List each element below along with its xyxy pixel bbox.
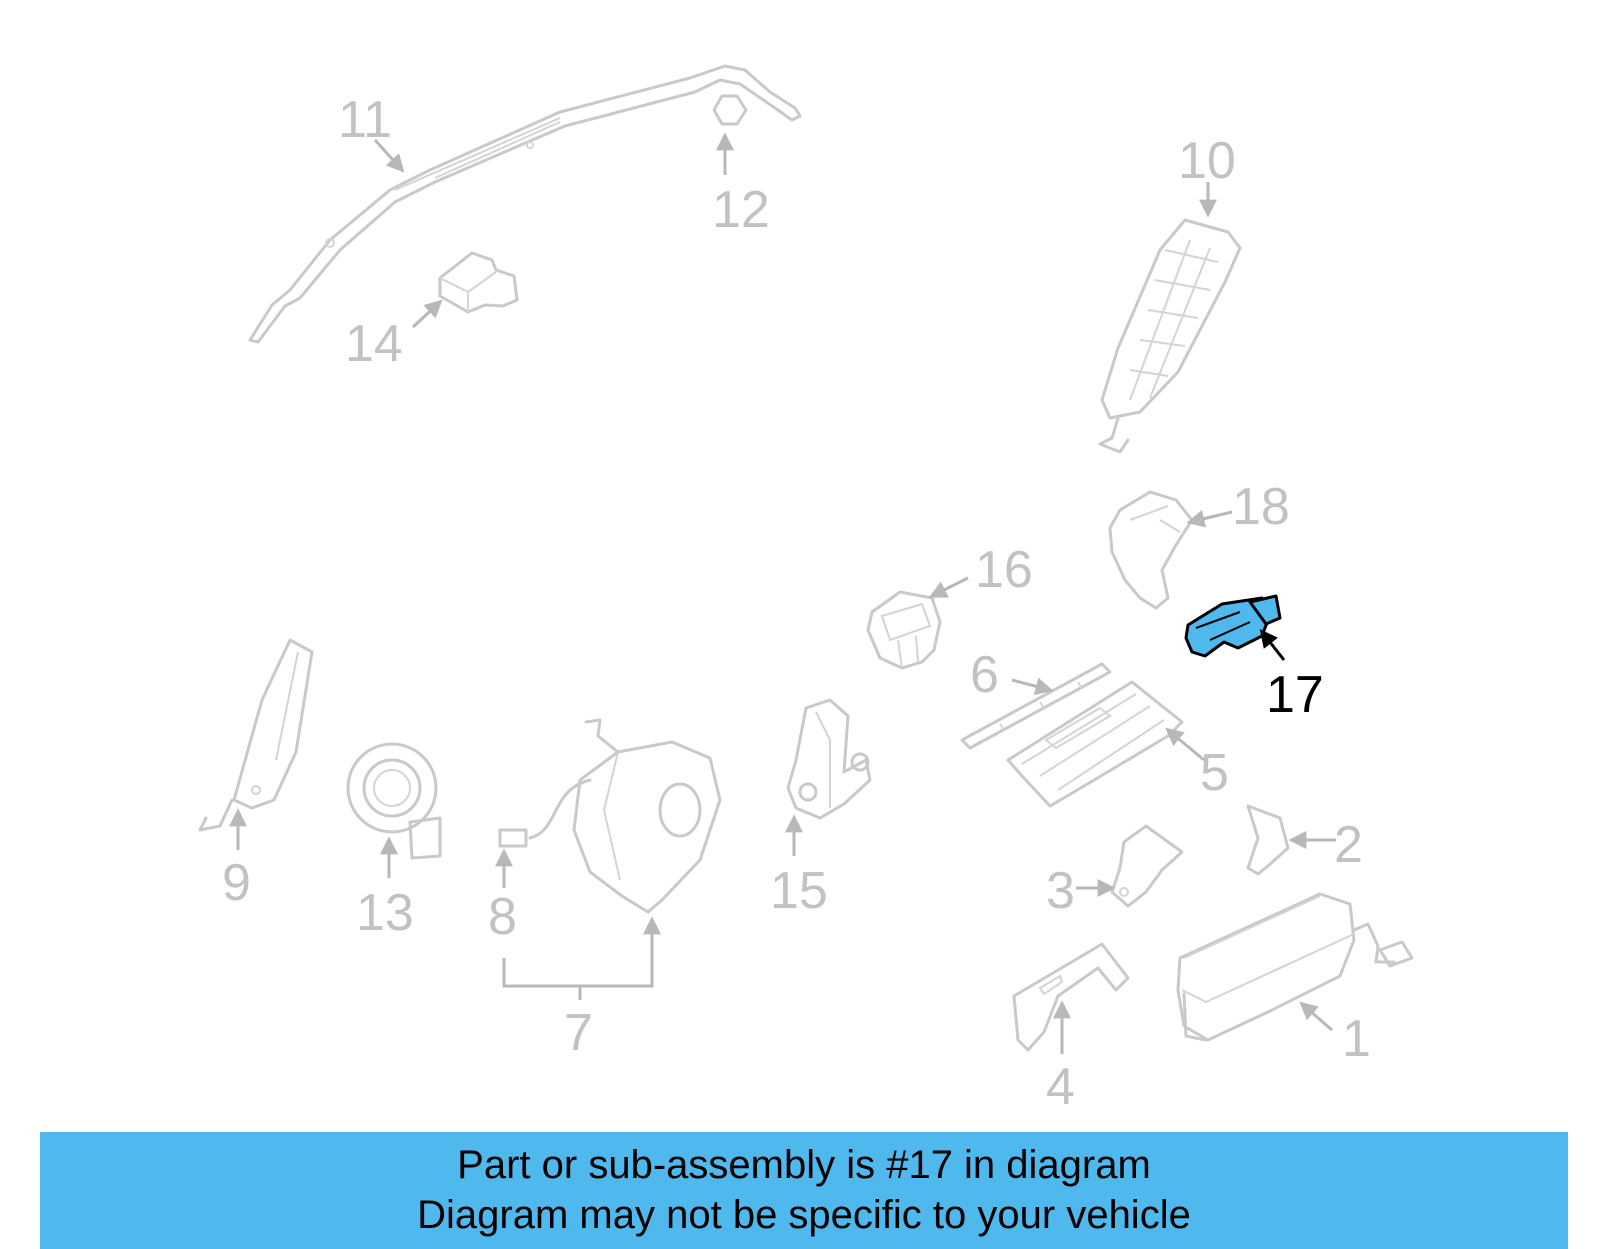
part-13-clockspring[interactable] <box>346 742 442 860</box>
banner-line-2: Diagram may not be specific to your vehi… <box>417 1193 1191 1237</box>
part-8-driver-airbag[interactable] <box>498 718 722 914</box>
callout-17: 17 <box>1266 666 1324 724</box>
callout-3: 3 <box>1046 862 1075 920</box>
banner-line-1: Part or sub-assembly is #17 in diagram <box>457 1143 1151 1187</box>
part-5-passenger-airbag[interactable] <box>1006 680 1184 808</box>
part-1-airbag-module[interactable] <box>1176 892 1414 1042</box>
callout-10: 10 <box>1178 132 1236 190</box>
part-16-sensor[interactable] <box>866 590 942 670</box>
part-6-strip[interactable] <box>960 662 1112 750</box>
info-banner: Part or sub-assembly is #17 in diagram D… <box>40 1132 1568 1249</box>
part-2-bracket[interactable] <box>1246 804 1290 876</box>
part-4-bracket[interactable] <box>1012 942 1130 1052</box>
part-18-bracket[interactable] <box>1108 490 1194 610</box>
part-3-bracket[interactable] <box>1110 824 1184 908</box>
callout-1: 1 <box>1342 1010 1371 1068</box>
callout-6: 6 <box>970 646 999 704</box>
callout-9: 9 <box>222 854 251 912</box>
callout-4: 4 <box>1046 1058 1075 1116</box>
part-17-highlighted-sensor[interactable] <box>1184 594 1282 658</box>
part-12-nut[interactable] <box>712 94 748 126</box>
callout-18: 18 <box>1232 478 1290 536</box>
part-11-curtain-airbag[interactable] <box>248 64 802 344</box>
callout-5: 5 <box>1200 744 1229 802</box>
callout-12: 12 <box>712 181 770 239</box>
callout-13: 13 <box>356 884 414 942</box>
part-9-side-airbag[interactable] <box>198 638 314 832</box>
callout-14: 14 <box>345 315 403 373</box>
callout-16: 16 <box>975 541 1033 599</box>
callout-7: 7 <box>564 1004 593 1062</box>
callout-8: 8 <box>488 888 517 946</box>
callout-15: 15 <box>770 862 828 920</box>
part-15-sensor[interactable] <box>786 698 872 820</box>
callout-11: 11 <box>338 91 392 149</box>
part-10-knee-airbag[interactable] <box>1098 218 1242 454</box>
part-14-sensor[interactable] <box>438 251 519 314</box>
callout-2: 2 <box>1334 816 1363 874</box>
